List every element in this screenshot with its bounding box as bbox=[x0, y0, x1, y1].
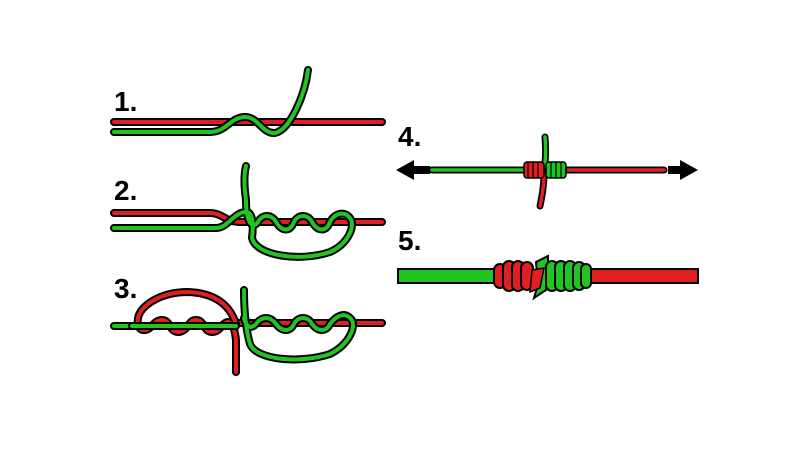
step-5-green-line bbox=[397, 268, 499, 284]
step-2-red-line bbox=[110, 209, 386, 226]
step-3-red-line bbox=[133, 288, 386, 376]
step-2-green-line bbox=[110, 162, 356, 261]
arrow-right-icon bbox=[668, 160, 698, 180]
step-4-label: 4. bbox=[398, 121, 421, 152]
step-1: 1. bbox=[110, 66, 386, 137]
step-2: 2. bbox=[110, 162, 386, 261]
step-3: 3. bbox=[110, 273, 386, 376]
arrow-left-icon bbox=[396, 160, 430, 180]
step-4: 4. bbox=[396, 121, 698, 210]
step-1-green-line bbox=[110, 66, 312, 137]
step-5-red-line bbox=[587, 268, 699, 284]
step-5-label: 5. bbox=[398, 225, 421, 256]
step-3-label: 3. bbox=[114, 273, 137, 304]
step-1-label: 1. bbox=[114, 86, 137, 117]
step-5: 5. bbox=[397, 225, 699, 301]
step-4-knot bbox=[523, 161, 567, 179]
step-5-knot bbox=[493, 254, 592, 301]
step-2-label: 2. bbox=[114, 175, 137, 206]
step-3-green-line bbox=[110, 286, 358, 364]
